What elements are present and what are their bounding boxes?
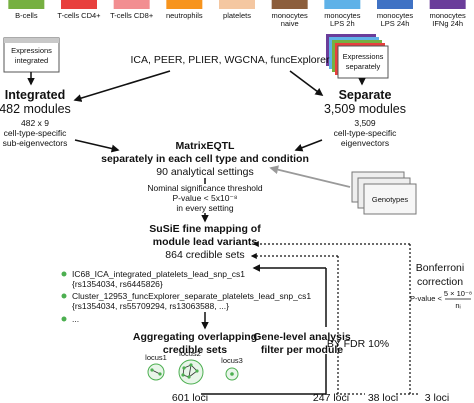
- matrixeqtl-title: MatrixEQTL: [176, 140, 236, 152]
- locus-label: locus1: [145, 353, 167, 362]
- credible-set-name: IC68_ICA_integrated_platelets_lead_snp_c…: [72, 269, 245, 279]
- bonferroni-label-1: Bonferroni: [416, 262, 464, 274]
- locus-label: locus3: [221, 356, 243, 365]
- threshold-line-1: Nominal significance threshold: [147, 183, 263, 193]
- credible-sets-count: 864 credible sets: [165, 249, 244, 261]
- arrow-integrated-to-matrixeqtl: [74, 139, 120, 153]
- methods-label: ICA, PEER, PLIER, WGCNA, funcExplorer: [131, 54, 330, 66]
- locus-circle: [178, 359, 204, 385]
- loci-count: 601 loci: [172, 392, 208, 403]
- integrated-modules: 482 modules: [0, 102, 71, 116]
- bonferroni-pvalue: P-value <: [410, 294, 443, 303]
- legend-swatch: [324, 0, 361, 9]
- loci-count: 247 loci: [313, 392, 349, 403]
- legend-label: monocytes: [377, 11, 414, 20]
- legend-swatch: [429, 0, 466, 9]
- locus-label: locus2: [179, 349, 201, 358]
- legend-label: T-cells CD8+: [110, 11, 154, 20]
- integrated-card-label-2: integrated: [15, 56, 48, 65]
- credible-set-bullet: [61, 271, 67, 277]
- loci-count: 3 loci: [425, 392, 450, 403]
- legend-swatch: [271, 0, 308, 9]
- separate-count: 3,509: [354, 118, 376, 128]
- separate-desc-2: eigenvectors: [341, 138, 389, 148]
- fdr-label: BY FDR 10%: [327, 338, 389, 350]
- cell-type-legend: B-cells T-cells CD4+ T-cells CD8+ neutrophi…: [8, 0, 466, 28]
- arrow-separate-to-matrixeqtl: [294, 139, 323, 152]
- legend-label: B-cells: [15, 11, 38, 20]
- legend-label: LPS 24h: [381, 19, 410, 28]
- bonferroni-numerator: 5 × 10⁻⁸: [444, 289, 472, 298]
- loci-count: 38 loci: [368, 392, 398, 403]
- credible-set-bullet: [61, 316, 67, 322]
- expressions-integrated-card: Expressions integrated: [3, 37, 60, 73]
- legend-swatch: [8, 0, 45, 9]
- loci-illustration: locus1 locus2 locus3: [145, 349, 243, 385]
- bonferroni-label-2: correction: [417, 276, 463, 288]
- bonferroni-denominator: nᵢ: [455, 301, 460, 310]
- gene-level-subtitle: filter per module: [261, 344, 343, 356]
- credible-set-snps: {rs1354034, rs6445826}: [72, 279, 163, 289]
- genotypes-label: Genotypes: [372, 195, 409, 204]
- gene-level-title: Gene-level analysis: [253, 331, 351, 343]
- credible-set-bullet: [61, 293, 67, 299]
- legend-label: monocytes: [272, 11, 309, 20]
- legend-swatch: [113, 0, 150, 9]
- aggregating-subtitle: credible sets: [163, 344, 227, 356]
- matrixeqtl-subtitle: separately in each cell type and conditi…: [101, 153, 309, 165]
- separate-card-label-1: Expressions: [343, 52, 384, 61]
- separate-modules: 3,509 modules: [324, 102, 406, 116]
- separate-card-label-2: separately: [346, 62, 381, 71]
- legend-swatch: [219, 0, 255, 9]
- susie-title: SuSiE fine mapping of: [149, 223, 261, 235]
- susie-subtitle: module lead variants: [153, 236, 258, 248]
- legend-label: neutrophils: [166, 11, 203, 20]
- legend-label: LPS 2h: [330, 19, 355, 28]
- arrow-methods-to-integrated: [73, 70, 171, 102]
- integrated-desc-1: cell-type-specific: [4, 128, 68, 138]
- credible-set-ellipsis: ...: [72, 314, 79, 324]
- legend-swatch: [377, 0, 413, 9]
- separate-title: Separate: [339, 88, 392, 102]
- expressions-separate-card-stack: Expressions separately: [326, 34, 389, 79]
- credible-set-name: Cluster_12953_funcExplorer_separate_plat…: [72, 291, 311, 301]
- genotypes-card-stack: Genotypes: [351, 171, 417, 215]
- integrated-desc-2: sub-eigenvectors: [3, 138, 68, 148]
- legend-label: monocytes: [324, 11, 361, 20]
- legend-label: monocytes: [430, 11, 467, 20]
- integrated-dims: 482 x 9: [21, 118, 49, 128]
- legend-label: IFNg 24h: [432, 19, 463, 28]
- integrated-title: Integrated: [5, 88, 65, 102]
- arrow-genotypes-to-matrixeqtl: [269, 165, 351, 188]
- legend-swatch: [166, 0, 203, 9]
- analytical-settings: 90 analytical settings: [156, 166, 253, 178]
- separate-desc-1: cell-type-specific: [334, 128, 398, 138]
- legend-swatch: [61, 0, 97, 9]
- credible-set-snps: {rs1354034, rs55709294, rs13063588, ...}: [72, 301, 229, 311]
- legend-label: platelets: [223, 11, 251, 20]
- aggregating-title: Aggregating overlapping: [133, 331, 257, 343]
- legend-label: naive: [281, 19, 299, 28]
- integrated-card-label-1: Expressions: [11, 46, 52, 55]
- threshold-line-3: in every setting: [176, 203, 233, 213]
- arrow-methods-to-separate: [289, 70, 324, 96]
- threshold-line-2: P-value < 5x10⁻⁸: [172, 193, 237, 203]
- legend-label: T-cells CD4+: [57, 11, 101, 20]
